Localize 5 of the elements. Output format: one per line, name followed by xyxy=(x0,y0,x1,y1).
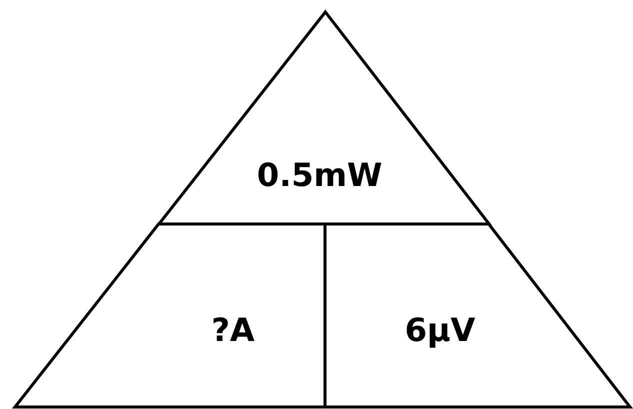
left-section xyxy=(15,224,325,407)
right-section xyxy=(325,224,630,407)
value-text: 0.5mW xyxy=(256,156,382,194)
value-text: 6μV xyxy=(404,311,476,349)
value-text: ?A xyxy=(211,311,255,349)
